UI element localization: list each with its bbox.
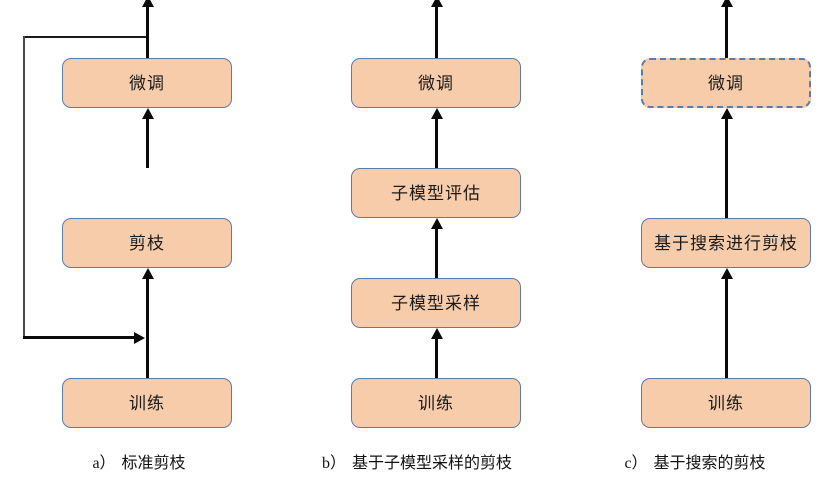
node-finetune-a[interactable]: 微调 [62,58,232,108]
panel-a-standard-pruning: 微调 剪枝 训练 a） 标准剪枝 [0,0,278,481]
caption-b-tag: b） [321,455,346,472]
node-search-prune-c-label: 基于搜索进行剪枝 [654,233,798,253]
node-train-c[interactable]: 训练 [641,378,811,428]
caption-b-text: 基于子模型采样的剪枝 [352,455,513,472]
feedback-loop-top-segment-a [23,36,148,38]
caption-a-text: 标准剪枝 [121,455,186,472]
node-train-a-label: 训练 [129,393,165,413]
caption-c: c） 基于搜索的剪枝 [556,449,834,473]
arrow-submodel-eval-to-finetune-b [435,117,438,168]
node-submodel-eval-b[interactable]: 子模型评估 [351,168,521,218]
caption-a-tag: a） [92,455,116,472]
node-search-prune-c[interactable]: 基于搜索进行剪枝 [641,218,811,268]
node-train-b[interactable]: 训练 [351,378,521,428]
arrow-train-to-prune-a [146,277,149,378]
feedback-loop-left-segment-a [23,36,25,338]
node-finetune-b-label: 微调 [418,73,454,93]
node-finetune-c[interactable]: 微调 [641,58,811,108]
node-submodel-eval-b-label: 子模型评估 [391,183,481,203]
arrow-train-to-submodel-sample-b [435,337,438,378]
arrow-submodel-sample-to-eval-b [435,227,438,278]
node-train-b-label: 训练 [418,393,454,413]
caption-b: b） 基于子模型采样的剪枝 [278,449,556,473]
node-train-c-label: 训练 [708,393,744,413]
caption-c-text: 基于搜索的剪枝 [653,455,766,472]
arrow-train-to-search-prune-c [725,277,728,378]
arrow-finetune-output-a [146,5,149,58]
node-finetune-c-label: 微调 [708,73,744,93]
arrow-finetune-output-b [435,5,438,58]
node-finetune-b[interactable]: 微调 [351,58,521,108]
caption-a: a） 标准剪枝 [0,449,278,473]
arrow-finetune-output-c [725,5,728,58]
node-prune-a[interactable]: 剪枝 [62,218,232,268]
arrow-prune-to-finetune-a [146,117,149,168]
feedback-loop-bottom-segment-a [23,336,136,339]
node-submodel-sample-b[interactable]: 子模型采样 [351,278,521,328]
panel-b-submodel-sampling-pruning: 微调 子模型评估 子模型采样 训练 b） 基于子模型采样的剪枝 [278,0,556,481]
caption-c-tag: c） [624,455,648,472]
panel-c-search-based-pruning: 微调 基于搜索进行剪枝 训练 c） 基于搜索的剪枝 [556,0,834,481]
node-submodel-sample-b-label: 子模型采样 [391,293,481,313]
node-train-a[interactable]: 训练 [62,378,232,428]
node-prune-a-label: 剪枝 [129,233,165,253]
arrow-search-prune-to-finetune-c [725,117,728,218]
node-finetune-a-label: 微调 [129,73,165,93]
